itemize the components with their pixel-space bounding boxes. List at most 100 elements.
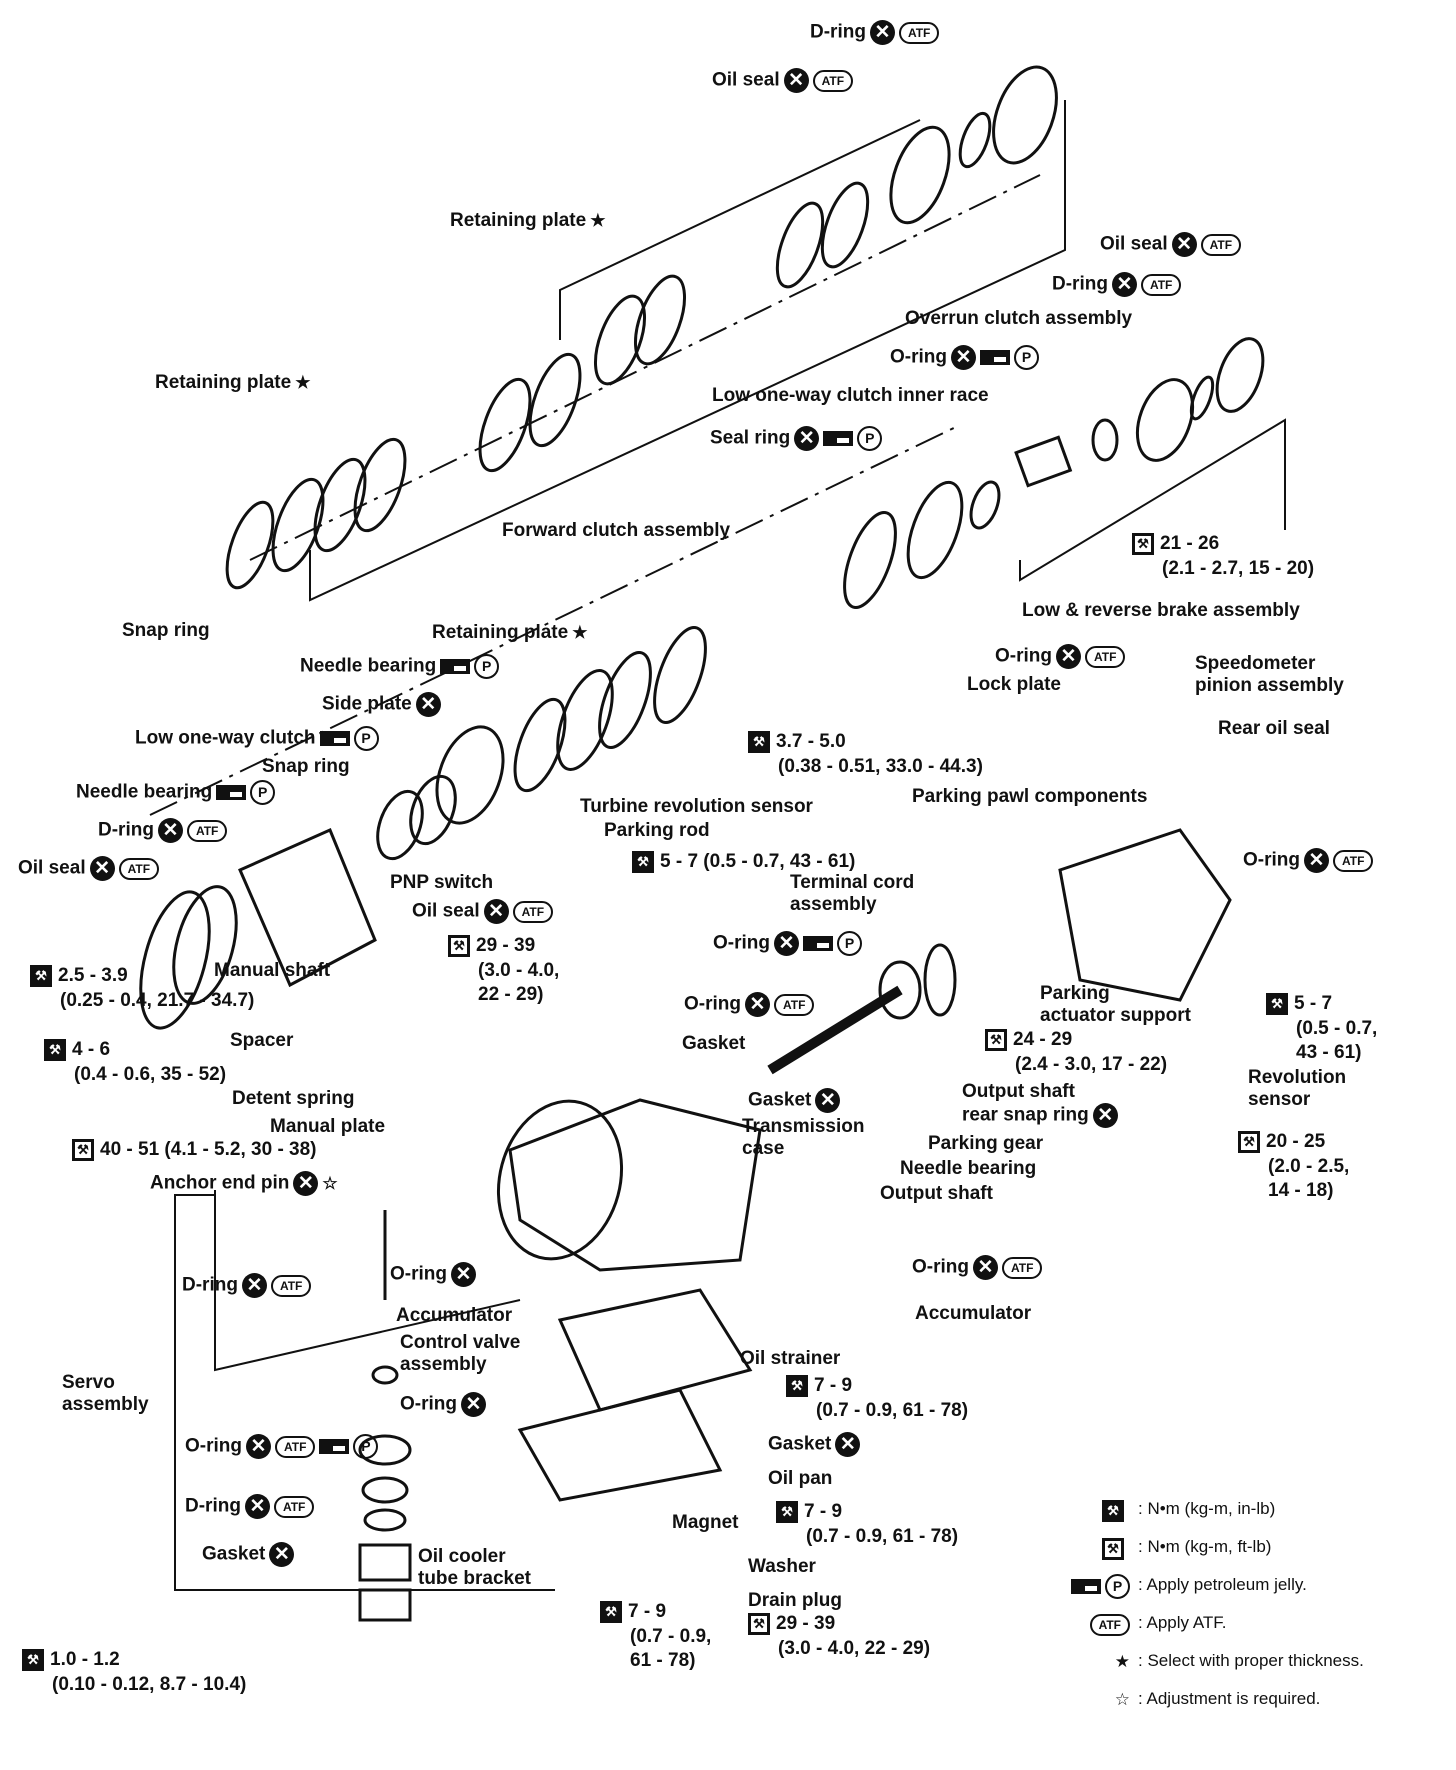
- label-text: Accumulator: [915, 1303, 1032, 1324]
- label-text: sensor: [1248, 1088, 1311, 1110]
- atf-icon: ATF: [270, 1274, 312, 1297]
- do-not-reuse-icon: ✕: [745, 992, 770, 1017]
- legend-row: ⚒: N•m (kg-m, in-lb): [1040, 1490, 1364, 1528]
- torque-tq-2-5-3-9: ⚒2.5 - 3.9(0.25 - 0.4, 21.7 - 34.7): [30, 964, 254, 1013]
- do-not-reuse-icon: ✕: [869, 20, 895, 45]
- do-not-reuse-icon: ✕: [835, 1432, 861, 1457]
- label-oil-seal-mid: Oil seal✕ATF: [412, 899, 554, 924]
- p-circle-icon: P: [1014, 345, 1039, 370]
- label-retaining-plate-1: Retaining plate★: [450, 210, 605, 232]
- torque-detail: (0.7 - 0.9, 61 - 78): [816, 1399, 969, 1421]
- label-accumulator-1: Accumulator: [396, 1305, 512, 1327]
- label-text: Servo: [62, 1372, 115, 1393]
- torque-detail: 61 - 78): [630, 1650, 696, 1672]
- torque-inlb-icon: ⚒: [600, 1600, 622, 1623]
- do-not-reuse-icon: ✕: [415, 692, 441, 717]
- label-text: case: [742, 1137, 785, 1159]
- do-not-reuse-icon: ✕: [1111, 272, 1137, 297]
- torque-ftlb-icon: ⚒: [1238, 1130, 1260, 1153]
- do-not-reuse-icon: ✕: [244, 1494, 270, 1519]
- p-circle-icon: P: [857, 426, 883, 451]
- do-not-reuse-icon: ✕: [293, 1171, 319, 1196]
- torque-value: 4 - 6: [72, 1039, 111, 1060]
- do-not-reuse-icon: ✕: [1092, 1102, 1118, 1128]
- legend-row: ☆: Adjustment is required.: [1040, 1680, 1364, 1718]
- torque-value: 5 - 7 (0.5 - 0.7, 43 - 61): [660, 851, 856, 872]
- torque-inlb-icon: ⚒: [22, 1648, 44, 1671]
- torque-tq-4-6: ⚒4 - 6(0.4 - 0.6, 35 - 52): [44, 1038, 226, 1087]
- torque-detail: (0.5 - 0.7,: [1296, 1017, 1378, 1039]
- label-text: Speedometer: [1195, 653, 1316, 674]
- label-o-ring-2: O-ring✕ATF: [995, 644, 1126, 669]
- label-oil-strainer: Oil strainer: [740, 1348, 840, 1370]
- torque-detail: (0.25 - 0.4, 21.7 - 34.7): [60, 989, 255, 1011]
- label-text: Low & reverse brake assembly: [1022, 600, 1300, 621]
- torque-value: 24 - 29: [1013, 1029, 1073, 1050]
- do-not-reuse-icon: ✕: [774, 931, 799, 956]
- torque-value: 40 - 51 (4.1 - 5.2, 30 - 38): [100, 1139, 317, 1160]
- label-text: Output shaft: [880, 1183, 993, 1204]
- do-not-reuse-icon: ✕: [157, 818, 183, 843]
- label-text: O-ring: [995, 645, 1052, 667]
- label-text: Anchor end pin: [150, 1172, 290, 1194]
- torque-detail: (3.0 - 4.0, 22 - 29): [778, 1637, 931, 1659]
- do-not-reuse-icon: ✕: [951, 345, 976, 370]
- label-text: Oil seal: [18, 857, 86, 879]
- label-text: pinion assembly: [1195, 674, 1344, 696]
- legend-text: : N•m (kg-m, ft-lb): [1138, 1537, 1272, 1557]
- label-text: Magnet: [672, 1512, 739, 1533]
- torque-ftlb-icon: ⚒: [72, 1138, 94, 1161]
- label-detent-spring: Detent spring: [232, 1088, 354, 1110]
- label-text: Needle bearing: [300, 655, 437, 677]
- do-not-reuse-icon: ✕: [451, 1262, 476, 1287]
- label-text: Retaining plate: [450, 210, 587, 231]
- label-d-ring-left: D-ring✕ATF: [98, 818, 228, 843]
- star-outline-icon: ☆: [1114, 1690, 1130, 1710]
- atf-icon: ATF: [512, 900, 554, 923]
- label-text: Gasket: [682, 1033, 746, 1054]
- do-not-reuse-icon: ✕: [1056, 644, 1081, 669]
- label-text: Detent spring: [232, 1088, 355, 1109]
- atf-icon: ATF: [186, 819, 228, 842]
- torque-detail: (0.38 - 0.51, 33.0 - 44.3): [778, 755, 983, 777]
- do-not-reuse-icon: ✕: [794, 426, 820, 451]
- label-text: Manual shaft: [214, 960, 331, 981]
- torque-tq-7-9-b: ⚒7 - 9(0.7 - 0.9, 61 - 78): [776, 1500, 958, 1549]
- do-not-reuse-icon: ✕: [783, 68, 809, 93]
- atf-icon: ATF: [1200, 233, 1242, 256]
- label-text: Drain plug: [748, 1590, 842, 1611]
- label-text: Retaining plate: [155, 372, 292, 393]
- label-text: Parking gear: [928, 1133, 1044, 1154]
- label-manual-plate: Manual plate: [270, 1116, 385, 1138]
- star-filled-icon: ★: [590, 211, 606, 231]
- label-text: Washer: [748, 1556, 816, 1577]
- label-text: Terminal cord: [790, 872, 915, 893]
- label-text: D-ring: [185, 1495, 241, 1517]
- legend-row: ★: Select with proper thickness.: [1040, 1642, 1364, 1680]
- label-text: Gasket: [748, 1089, 812, 1111]
- label-d-ring-top: D-ring✕ATF: [810, 20, 940, 45]
- label-text: assembly: [790, 893, 877, 915]
- label-text: O-ring: [1243, 849, 1300, 871]
- torque-value: 29 - 39: [776, 1613, 836, 1634]
- label-text: Parking pawl components: [912, 786, 1148, 807]
- label-text: O-ring: [684, 993, 741, 1015]
- petroleum-jelly-icon: [823, 431, 854, 446]
- label-text: Parking: [1040, 983, 1110, 1004]
- label-retaining-plate-2: Retaining plate★: [155, 372, 310, 394]
- label-spacer: Spacer: [230, 1030, 293, 1052]
- label-text: Snap ring: [122, 620, 210, 641]
- torque-tq-21-26: ⚒21 - 26(2.1 - 2.7, 15 - 20): [1132, 532, 1314, 581]
- torque-inlb-icon: ⚒: [1102, 1499, 1124, 1522]
- label-washer: Washer: [748, 1556, 816, 1578]
- torque-inlb-icon: ⚒: [632, 850, 654, 873]
- label-text: O-ring: [185, 1435, 242, 1457]
- torque-inlb-icon: ⚒: [30, 964, 52, 987]
- atf-icon: ATF: [1002, 1256, 1043, 1279]
- label-gasket-4: Gasket✕: [202, 1542, 295, 1567]
- label-o-ring-1: O-ring✕P: [890, 345, 1039, 370]
- label-o-ring-4: O-ring✕P: [713, 931, 862, 956]
- legend-row: ⚒: N•m (kg-m, ft-lb): [1040, 1528, 1364, 1566]
- label-o-ring-5: O-ring✕ATF: [684, 992, 815, 1017]
